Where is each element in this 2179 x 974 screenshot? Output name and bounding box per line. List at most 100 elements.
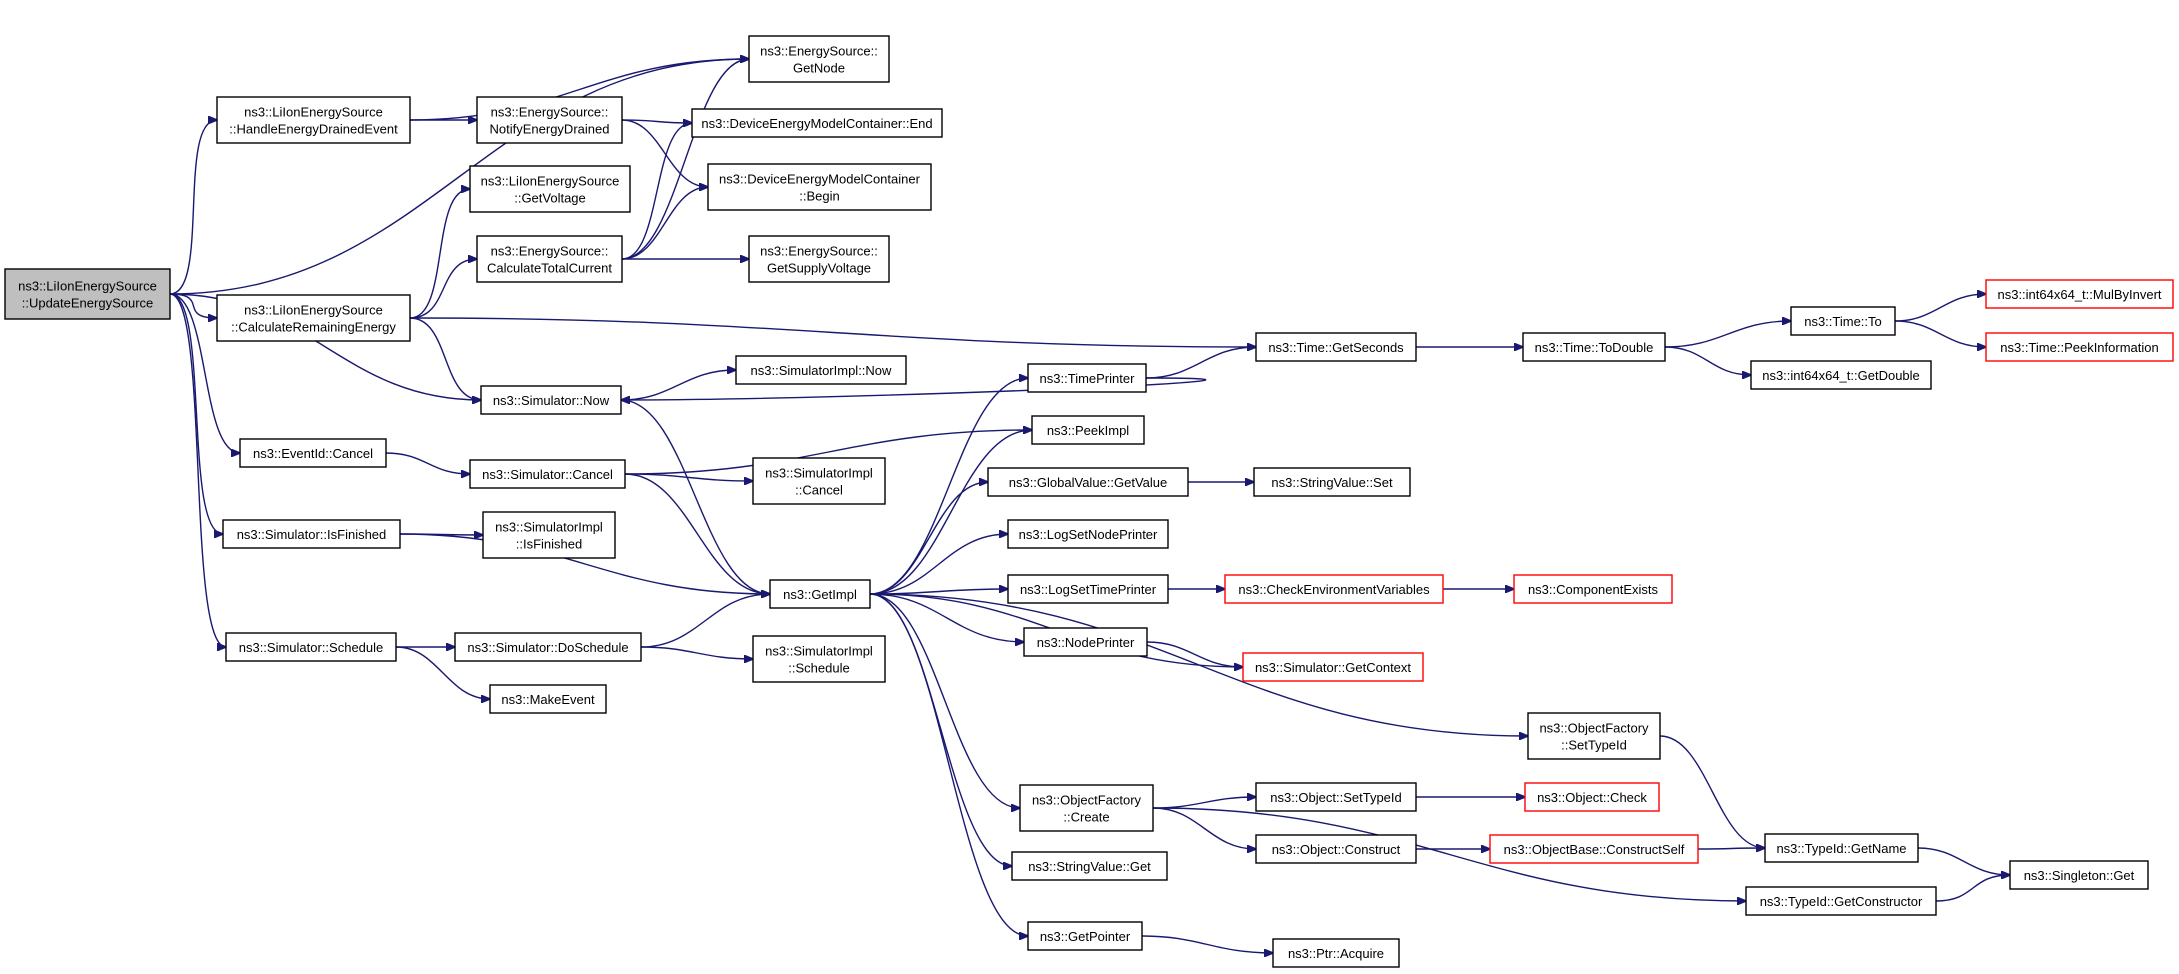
node-simulatorimpl-isfinished[interactable]: ns3::SimulatorImpl::IsFinished bbox=[482, 511, 616, 559]
node-int64x64-t-mulbyinvert[interactable]: ns3::int64x64_t::MulByInvert bbox=[1985, 279, 2174, 309]
node-object-check[interactable]: ns3::Object::Check bbox=[1524, 782, 1660, 812]
node-box[interactable] bbox=[1027, 363, 1147, 393]
node-box[interactable] bbox=[1524, 782, 1660, 812]
node-box[interactable] bbox=[1011, 851, 1168, 881]
node-liionenergysource-calculateremainingenergy[interactable]: ns3::LiIonEnergySource::CalculateRemaini… bbox=[216, 294, 411, 342]
node-time-todouble[interactable]: ns3::Time::ToDouble bbox=[1522, 332, 1666, 362]
node-box[interactable] bbox=[1224, 574, 1444, 604]
node-box[interactable] bbox=[748, 35, 890, 83]
node-box[interactable] bbox=[1007, 519, 1169, 549]
node-ptr-acquire[interactable]: ns3::Ptr::Acquire bbox=[1272, 938, 1400, 968]
node-box[interactable] bbox=[482, 511, 616, 559]
node-liionenergysource-handleenergydrainedevent[interactable]: ns3::LiIonEnergySource::HandleEnergyDrai… bbox=[216, 96, 411, 144]
node-box[interactable] bbox=[1007, 574, 1169, 604]
node-objectfactory-create[interactable]: ns3::ObjectFactory::Create bbox=[1019, 784, 1154, 832]
node-object-settypeid[interactable]: ns3::Object::SetTypeId bbox=[1255, 782, 1417, 812]
node-box[interactable] bbox=[1255, 834, 1417, 864]
node-box[interactable] bbox=[1019, 784, 1154, 832]
node-box[interactable] bbox=[1764, 833, 1919, 863]
node-box[interactable] bbox=[1031, 415, 1145, 445]
node-box[interactable] bbox=[1527, 712, 1661, 760]
node-logsetnodeprinter[interactable]: ns3::LogSetNodePrinter bbox=[1007, 519, 1169, 549]
node-simulatorimpl-now[interactable]: ns3::SimulatorImpl::Now bbox=[735, 355, 907, 385]
node-box[interactable] bbox=[752, 635, 886, 683]
node-box[interactable] bbox=[735, 355, 907, 385]
node-box[interactable] bbox=[476, 96, 623, 144]
node-box[interactable] bbox=[469, 165, 631, 213]
node-globalvalue-getvalue[interactable]: ns3::GlobalValue::GetValue bbox=[987, 467, 1189, 497]
node-box[interactable] bbox=[480, 385, 622, 415]
node-makeevent[interactable]: ns3::MakeEvent bbox=[489, 684, 607, 714]
node-liionenergysource-getvoltage[interactable]: ns3::LiIonEnergySource::GetVoltage bbox=[469, 165, 631, 213]
node-box[interactable] bbox=[454, 632, 642, 662]
node-box[interactable] bbox=[1790, 306, 1896, 336]
node-logsettimeprinter[interactable]: ns3::LogSetTimePrinter bbox=[1007, 574, 1169, 604]
node-componentexists[interactable]: ns3::ComponentExists bbox=[1513, 574, 1673, 604]
node-simulator-schedule[interactable]: ns3::Simulator::Schedule bbox=[225, 632, 397, 662]
node-box[interactable] bbox=[1272, 938, 1400, 968]
node-box[interactable] bbox=[1513, 574, 1673, 604]
node-deviceenergymodelcontainer-end[interactable]: ns3::DeviceEnergyModelContainer::End bbox=[691, 108, 943, 138]
node-time-peekinformation[interactable]: ns3::Time::PeekInformation bbox=[1985, 332, 2174, 362]
node-box[interactable] bbox=[1985, 332, 2174, 362]
node-timeprinter[interactable]: ns3::TimePrinter bbox=[1027, 363, 1147, 393]
node-box[interactable] bbox=[1027, 921, 1143, 951]
node-singleton-get[interactable]: ns3::Singleton::Get bbox=[2009, 860, 2149, 890]
node-energysource-calculatetotalcurrent[interactable]: ns3::EnergySource::CalculateTotalCurrent bbox=[476, 235, 623, 283]
node-box[interactable] bbox=[1255, 782, 1417, 812]
node-eventid-cancel[interactable]: ns3::EventId::Cancel bbox=[239, 438, 387, 468]
node-objectbase-constructself[interactable]: ns3::ObjectBase::ConstructSelf bbox=[1489, 834, 1699, 864]
node-stringvalue-set[interactable]: ns3::StringValue::Set bbox=[1253, 467, 1411, 497]
node-simulator-getcontext[interactable]: ns3::Simulator::GetContext bbox=[1242, 652, 1424, 682]
node-simulatorimpl-schedule[interactable]: ns3::SimulatorImpl::Schedule bbox=[752, 635, 886, 683]
node-box[interactable] bbox=[216, 294, 411, 342]
node-box[interactable] bbox=[707, 163, 932, 211]
node-simulator-now[interactable]: ns3::Simulator::Now bbox=[480, 385, 622, 415]
node-box[interactable] bbox=[1255, 332, 1417, 362]
node-box[interactable] bbox=[1522, 332, 1666, 362]
node-box[interactable] bbox=[476, 235, 623, 283]
node-box[interactable] bbox=[748, 235, 890, 283]
node-box[interactable] bbox=[752, 457, 886, 505]
node-box[interactable] bbox=[489, 684, 607, 714]
node-box[interactable] bbox=[987, 467, 1189, 497]
node-box[interactable] bbox=[1023, 627, 1148, 657]
node-time-to[interactable]: ns3::Time::To bbox=[1790, 306, 1896, 336]
node-energysource-notifyenergydrained[interactable]: ns3::EnergySource::NotifyEnergyDrained bbox=[476, 96, 623, 144]
node-box[interactable] bbox=[2009, 860, 2149, 890]
node-box[interactable] bbox=[239, 438, 387, 468]
node-int64x64-t-getdouble[interactable]: ns3::int64x64_t::GetDouble bbox=[1750, 360, 1932, 390]
node-box[interactable] bbox=[1985, 279, 2174, 309]
node-typeid-getname[interactable]: ns3::TypeId::GetName bbox=[1764, 833, 1919, 863]
node-objectfactory-settypeid[interactable]: ns3::ObjectFactory::SetTypeId bbox=[1527, 712, 1661, 760]
node-getpointer[interactable]: ns3::GetPointer bbox=[1027, 921, 1143, 951]
node-liionenergysource-updateenergysource[interactable]: ns3::LiIonEnergySource::UpdateEnergySour… bbox=[4, 268, 171, 320]
node-simulatorimpl-cancel[interactable]: ns3::SimulatorImpl::Cancel bbox=[752, 457, 886, 505]
node-typeid-getconstructor[interactable]: ns3::TypeId::GetConstructor bbox=[1745, 886, 1937, 916]
node-simulator-cancel[interactable]: ns3::Simulator::Cancel bbox=[469, 459, 626, 489]
node-box[interactable] bbox=[769, 579, 871, 609]
node-getimpl[interactable]: ns3::GetImpl bbox=[769, 579, 871, 609]
node-box[interactable] bbox=[225, 632, 397, 662]
node-box[interactable] bbox=[1750, 360, 1932, 390]
node-box[interactable] bbox=[1489, 834, 1699, 864]
node-time-getseconds[interactable]: ns3::Time::GetSeconds bbox=[1255, 332, 1417, 362]
node-nodeprinter[interactable]: ns3::NodePrinter bbox=[1023, 627, 1148, 657]
node-deviceenergymodelcontainer-begin[interactable]: ns3::DeviceEnergyModelContainer::Begin bbox=[707, 163, 932, 211]
node-box[interactable] bbox=[691, 108, 943, 138]
node-peekimpl[interactable]: ns3::PeekImpl bbox=[1031, 415, 1145, 445]
node-box[interactable] bbox=[4, 268, 171, 320]
node-object-construct[interactable]: ns3::Object::Construct bbox=[1255, 834, 1417, 864]
node-box[interactable] bbox=[1745, 886, 1937, 916]
node-box[interactable] bbox=[222, 519, 401, 549]
node-energysource-getsupplyvoltage[interactable]: ns3::EnergySource::GetSupplyVoltage bbox=[748, 235, 890, 283]
node-box[interactable] bbox=[216, 96, 411, 144]
node-simulator-isfinished[interactable]: ns3::Simulator::IsFinished bbox=[222, 519, 401, 549]
node-box[interactable] bbox=[1242, 652, 1424, 682]
node-simulator-doschedule[interactable]: ns3::Simulator::DoSchedule bbox=[454, 632, 642, 662]
node-box[interactable] bbox=[469, 459, 626, 489]
node-stringvalue-get[interactable]: ns3::StringValue::Get bbox=[1011, 851, 1168, 881]
node-checkenvironmentvariables[interactable]: ns3::CheckEnvironmentVariables bbox=[1224, 574, 1444, 604]
node-energysource-getnode[interactable]: ns3::EnergySource::GetNode bbox=[748, 35, 890, 83]
node-box[interactable] bbox=[1253, 467, 1411, 497]
